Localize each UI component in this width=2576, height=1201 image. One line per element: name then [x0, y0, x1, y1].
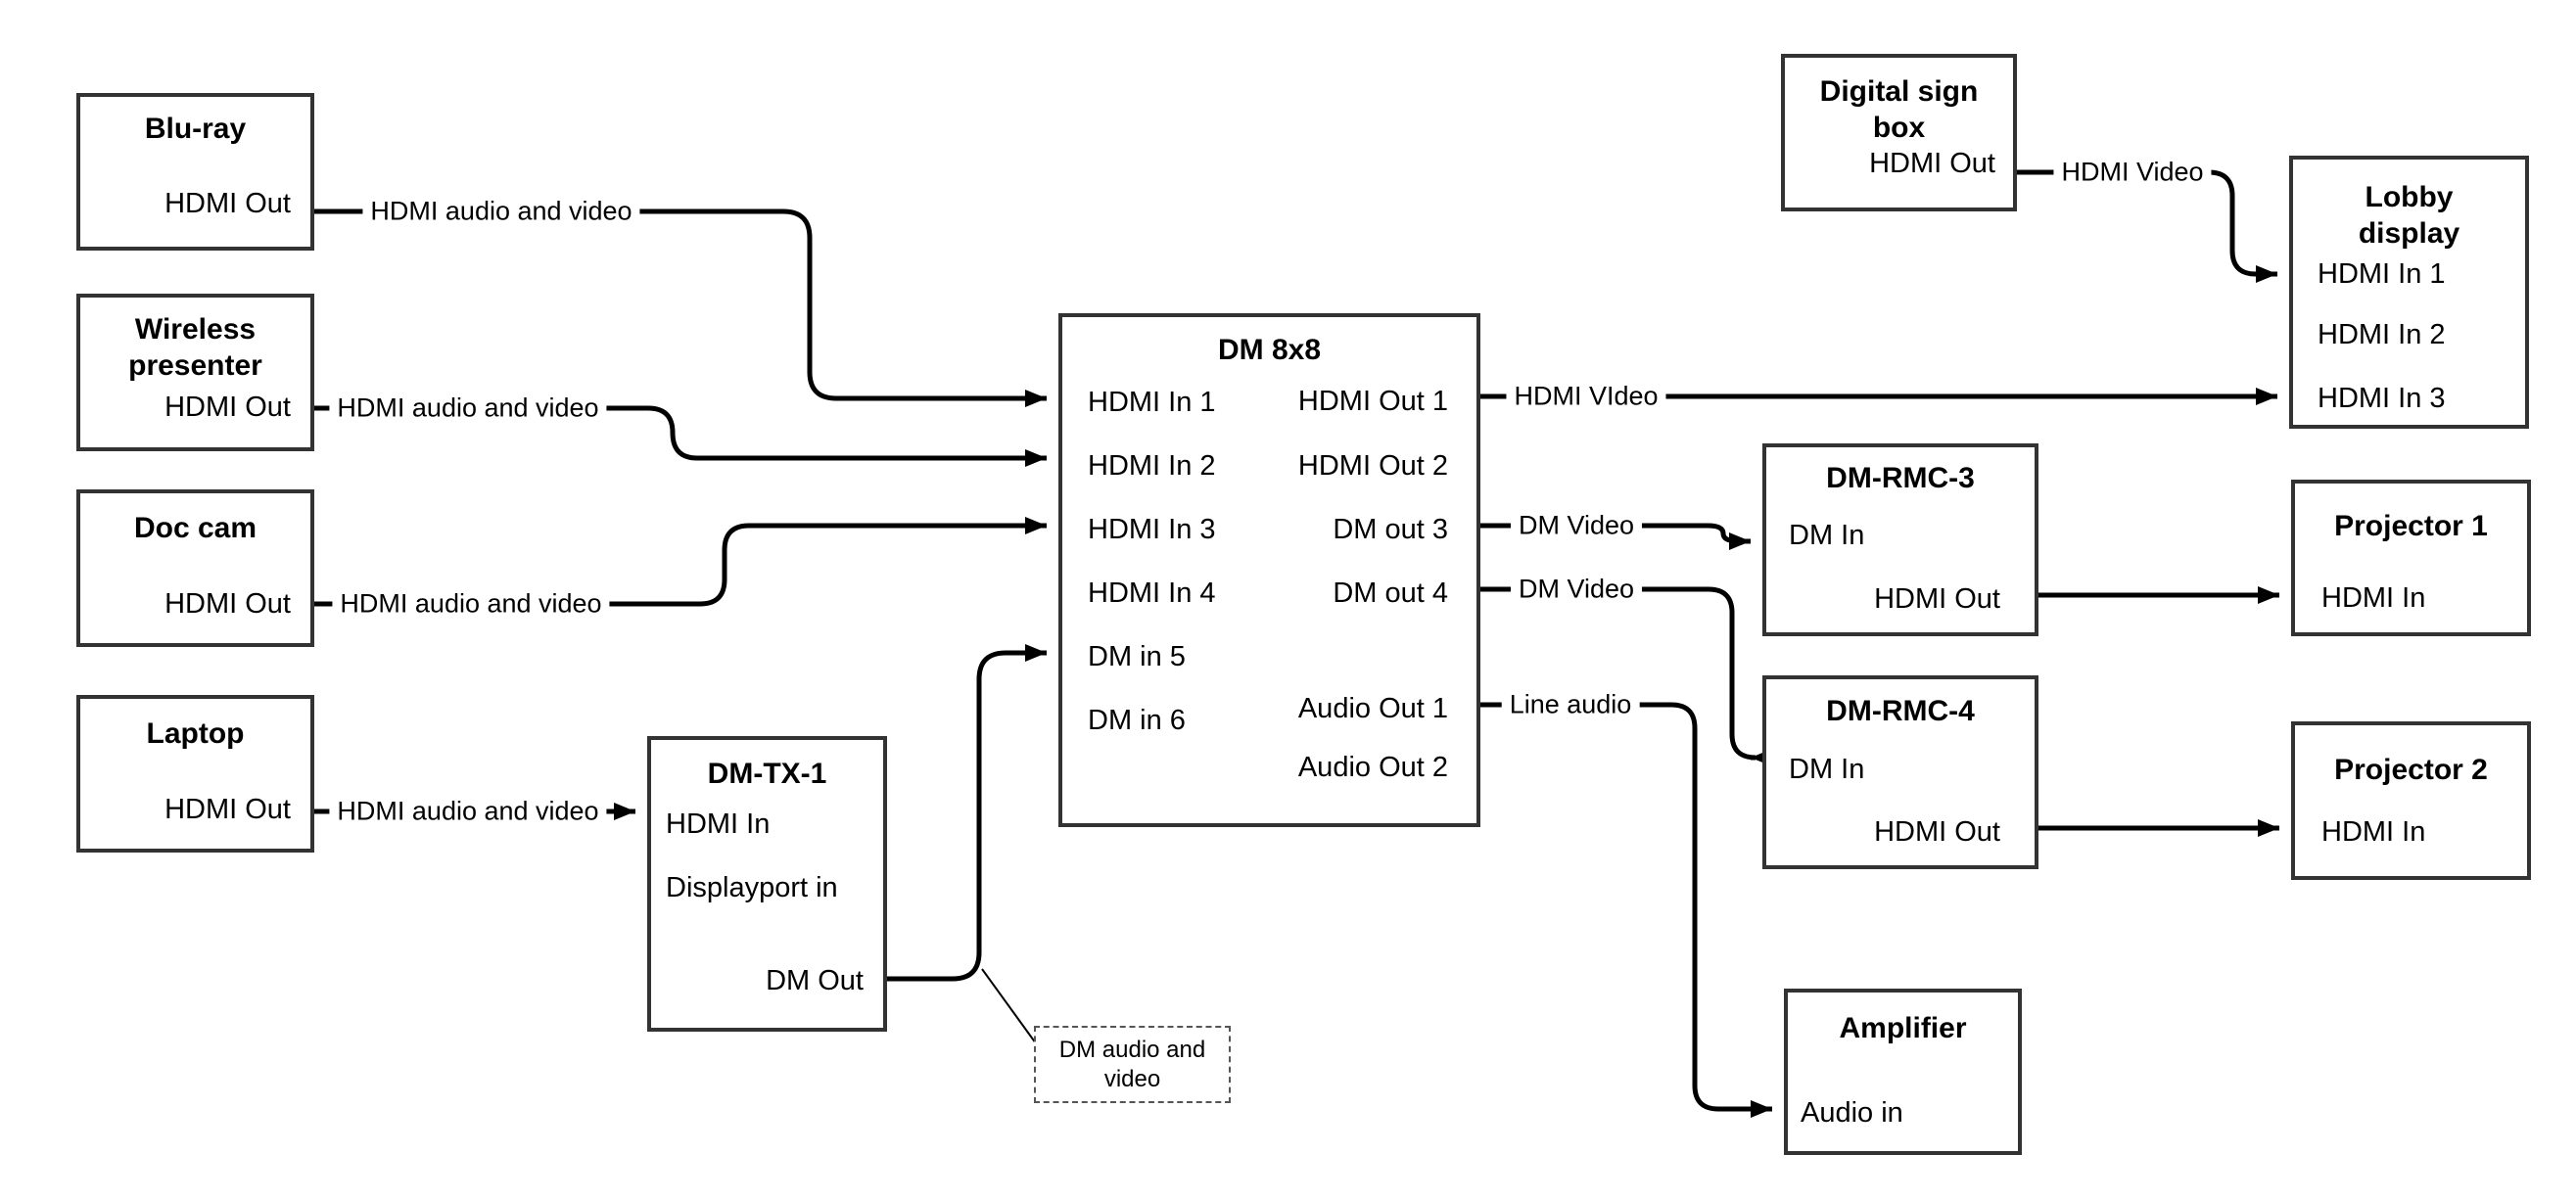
wire-label-doccam-feed: HDMI audio and video: [332, 588, 610, 620]
port-audio-out-1: Audio Out 1: [1297, 693, 1448, 724]
port-hdmi-in: HDMI In: [666, 808, 771, 840]
port-hdmi-out: HDMI Out: [164, 392, 291, 423]
port-hdmi-in-2: HDMI In 2: [1088, 450, 1216, 482]
node-digital-sign-box[interactable]: Digital sign box HDMI Out: [1781, 54, 2017, 211]
wire-label-bluray-feed: HDMI audio and video: [362, 196, 640, 227]
node-amplifier[interactable]: Amplifier Audio in: [1784, 989, 2022, 1155]
port-audio-out-2: Audio Out 2: [1297, 752, 1448, 783]
wire-label-wireless-feed: HDMI audio and video: [329, 393, 607, 424]
node-title: Doc cam: [133, 512, 258, 544]
node-dm-tx-1[interactable]: DM-TX-1 HDMI In Displayport in DM Out: [647, 736, 887, 1032]
wire-wireless-to-dm8x8-in2: [314, 405, 1047, 467]
wire-dm8x8-out3-to-rmc3: [1480, 523, 1751, 550]
wire-label-audio-out-1: Line audio: [1501, 689, 1640, 720]
node-title: DM 8x8: [1217, 334, 1322, 366]
port-hdmi-in: HDMI In: [2321, 816, 2426, 848]
node-title: DM-TX-1: [707, 758, 827, 790]
node-wireless-presenter[interactable]: Wireless presenter HDMI Out: [76, 294, 314, 451]
node-title: Amplifier: [1839, 1012, 1967, 1044]
node-lobby-display[interactable]: Lobby display HDMI In 1 HDMI In 2 HDMI I…: [2289, 156, 2529, 429]
wire-label-digitalsign-feed: HDMI Video: [2053, 157, 2212, 188]
port-hdmi-out: HDMI Out: [1874, 816, 2000, 848]
wire-dm8x8-out4-to-rmc4: [1480, 586, 1772, 766]
port-dm-in: DM In: [1789, 754, 1865, 785]
port-dm-out-4: DM out 4: [1333, 577, 1448, 609]
port-hdmi-in-3: HDMI In 3: [2318, 383, 2446, 414]
node-title: Lobby display: [2358, 181, 2460, 250]
node-title: DM-RMC-4: [1826, 695, 1975, 727]
wire-bluray-to-dm8x8-in1: [314, 208, 1047, 407]
port-hdmi-in-1: HDMI In 1: [2318, 258, 2446, 290]
port-hdmi-out-2: HDMI Out 2: [1297, 450, 1448, 482]
port-dm-in-5: DM in 5: [1088, 641, 1186, 672]
node-projector-2[interactable]: Projector 2 HDMI In: [2291, 721, 2531, 880]
node-title: Blu-ray: [144, 113, 247, 145]
node-title: Digital sign box: [1819, 75, 1979, 144]
port-hdmi-in-2: HDMI In 2: [2318, 319, 2446, 350]
node-dm-8x8[interactable]: DM 8x8 HDMI In 1 HDMI In 2 HDMI In 3 HDM…: [1058, 313, 1480, 827]
node-title: Projector 2: [2334, 754, 2488, 786]
node-dm-rmc-3[interactable]: DM-RMC-3 DM In HDMI Out: [1762, 443, 2038, 636]
port-hdmi-in-3: HDMI In 3: [1088, 514, 1216, 545]
wire-digitalsign-to-lobby-in1: [2017, 169, 2277, 283]
port-dm-in-6: DM in 6: [1088, 705, 1186, 736]
node-dm-rmc-4[interactable]: DM-RMC-4 DM In HDMI Out: [1762, 675, 2038, 869]
wire-label-dm-out-4: DM Video: [1510, 574, 1643, 605]
node-title: DM-RMC-3: [1826, 462, 1975, 494]
node-blu-ray[interactable]: Blu-ray HDMI Out: [76, 93, 314, 251]
port-hdmi-in: HDMI In: [2321, 582, 2426, 614]
wire-dmtx1-to-dm8x8-in5: [887, 644, 1047, 982]
port-audio-in: Audio in: [1801, 1097, 1903, 1129]
wire-label-dm-out-3: DM Video: [1510, 510, 1643, 541]
node-title: Projector 1: [2334, 510, 2488, 542]
port-hdmi-out: HDMI Out: [164, 188, 291, 219]
note-leader-line: [981, 968, 1037, 1044]
port-hdmi-in-1: HDMI In 1: [1088, 387, 1216, 418]
node-projector-1[interactable]: Projector 1 HDMI In: [2291, 480, 2531, 636]
port-hdmi-out: HDMI Out: [1869, 148, 1995, 179]
wire-label-laptop-feed: HDMI audio and video: [329, 796, 607, 827]
port-displayport-in: Displayport in: [666, 872, 838, 903]
wire-doccam-to-dm8x8-in3: [314, 517, 1047, 607]
node-laptop[interactable]: Laptop HDMI Out: [76, 695, 314, 853]
port-dm-out: DM Out: [766, 965, 864, 996]
node-title: Laptop: [146, 717, 245, 750]
port-hdmi-out: HDMI Out: [164, 588, 291, 620]
port-hdmi-out: HDMI Out: [164, 794, 291, 825]
wire-label-hdmi-out-1: HDMI VIdeo: [1506, 381, 1666, 412]
port-hdmi-in-4: HDMI In 4: [1088, 577, 1216, 609]
port-hdmi-out: HDMI Out: [1874, 583, 2000, 615]
port-dm-out-3: DM out 3: [1333, 514, 1448, 545]
port-dm-in: DM In: [1789, 520, 1865, 551]
port-hdmi-out-1: HDMI Out 1: [1297, 386, 1448, 417]
node-doc-cam[interactable]: Doc cam HDMI Out: [76, 489, 314, 647]
node-title: Wireless presenter: [128, 313, 262, 382]
wire-dm8x8-audio1-to-amplifier: [1480, 702, 1772, 1118]
note-dm-audio-and-video: DM audio and video: [1034, 1026, 1231, 1103]
